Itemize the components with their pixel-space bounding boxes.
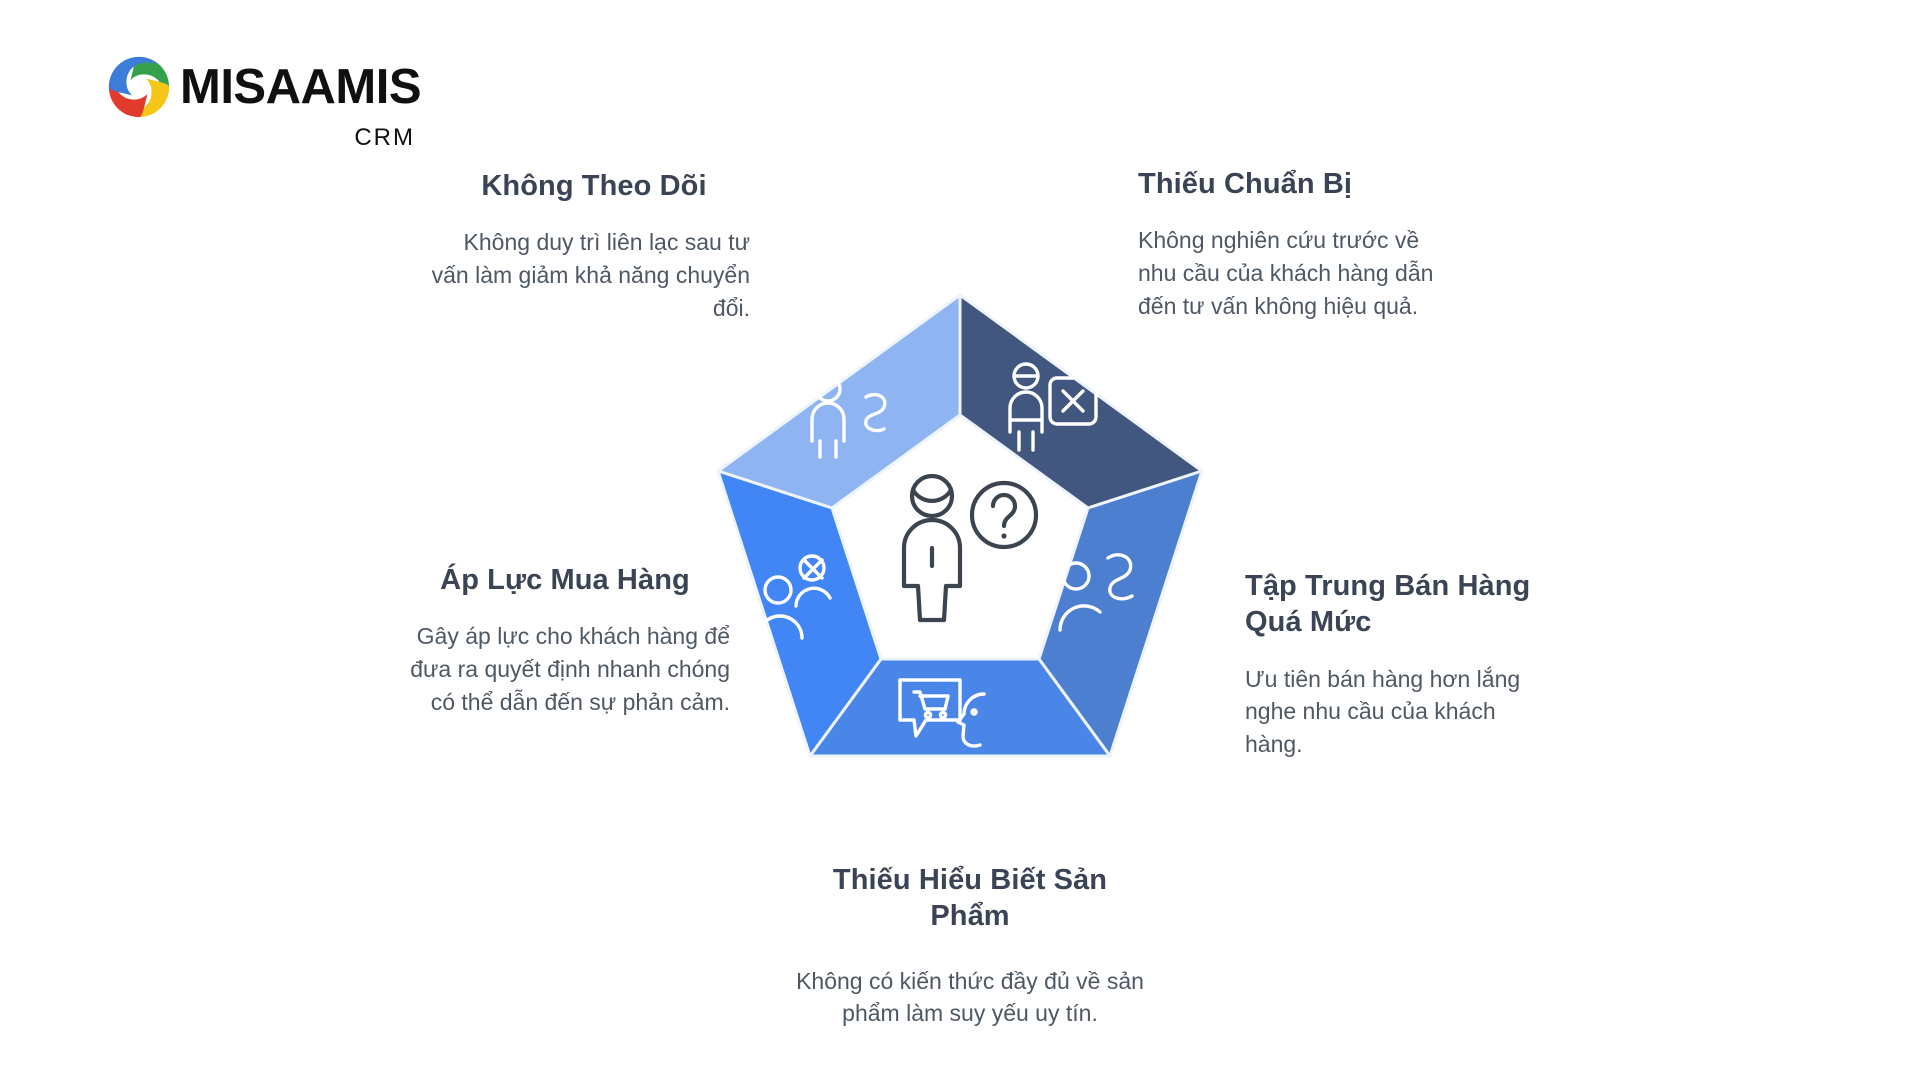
- callout-title: Không Theo Dõi: [481, 170, 707, 202]
- callout-body: Không có kiến thức đầy đủ về sản phẩm là…: [796, 967, 1144, 1027]
- callout-title: Thiếu Chuẩn Bị: [1138, 168, 1353, 200]
- pentagon-diagram: [660, 280, 1260, 820]
- misa-swirl-logo-icon: [104, 52, 174, 122]
- logo-row: MISAAMIS: [104, 52, 422, 122]
- segment-thieu-chuan-bi: [958, 293, 1204, 510]
- callout-title: Thiếu Hiểu Biết Sản Phẩm: [832, 864, 1108, 933]
- two-people-pressure-icon: [756, 554, 832, 640]
- person-walking-away-icon: [810, 375, 887, 459]
- person-with-crossed-checklist-icon: [1008, 362, 1098, 452]
- person-with-question-mark-icon: [901, 473, 1039, 623]
- callout-khong-theo-doi: Không Theo Dõi Không duy trì liên lạc sa…: [430, 168, 750, 324]
- callout-title: Áp Lực Mua Hàng: [440, 564, 690, 596]
- callout-body: Ưu tiên bán hàng hơn lắng nghe nhu cầu c…: [1245, 665, 1521, 757]
- cart-speech-bubble-with-face-icon: [898, 678, 986, 748]
- callout-ap-luc-mua-hang: Áp Lực Mua Hàng Gây áp lực cho khách hàn…: [400, 562, 730, 718]
- person-turning-away-icon: [1058, 553, 1134, 632]
- brand-logo: MISAAMIS CRM: [104, 52, 422, 152]
- callout-title: Tập Trung Bán Hàng Quá Mức: [1245, 570, 1531, 639]
- callout-body: Gây áp lực cho khách hàng để đưa ra quyế…: [410, 623, 730, 715]
- callout-body: Không duy trì liên lạc sau tư vấn làm gi…: [431, 229, 750, 321]
- logo-subtitle: CRM: [354, 124, 415, 151]
- callout-thieu-chuan-bi: Thiếu Chuẩn Bị Không nghiên cứu trước về…: [1138, 166, 1458, 322]
- logo-wordmark: MISAAMIS: [180, 59, 422, 114]
- callout-tap-trung-ban-hang-qua-muc: Tập Trung Bán Hàng Quá Mức Ưu tiên bán h…: [1245, 568, 1555, 760]
- callout-body: Không nghiên cứu trước về nhu cầu của kh…: [1138, 227, 1434, 319]
- callout-thieu-hieu-biet-san-pham: Thiếu Hiểu Biết Sản Phẩm Không có kiến t…: [790, 862, 1150, 1030]
- segment-ap-luc-mua-hang: [716, 469, 883, 758]
